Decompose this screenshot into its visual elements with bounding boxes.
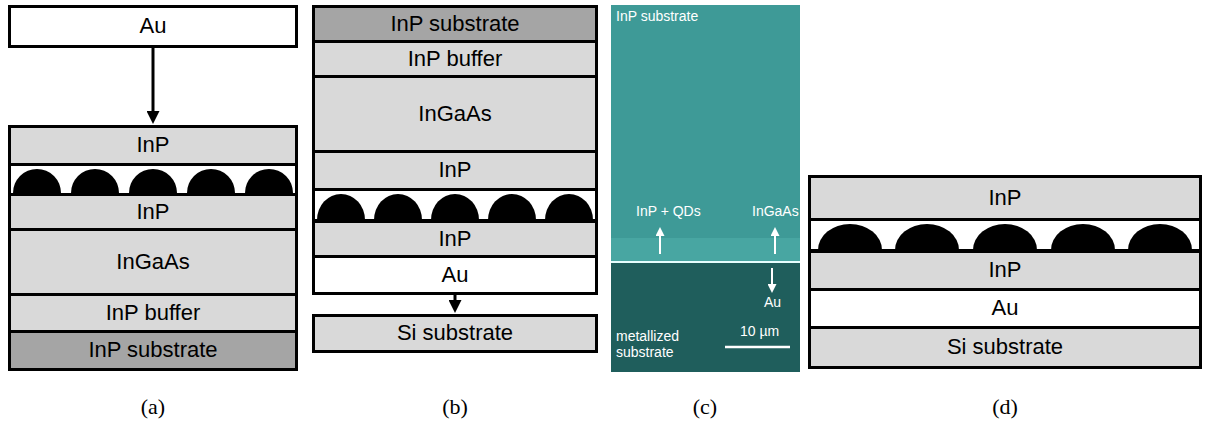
substrate-layer: Si substrate <box>312 314 598 353</box>
layer-label: InP <box>988 258 1021 282</box>
layer-label: Si substrate <box>397 321 513 345</box>
quantum-dot <box>187 169 235 193</box>
layer-label: InP substrate <box>390 12 519 36</box>
layer-label: Au <box>140 14 167 38</box>
layer-label: Au <box>442 263 469 287</box>
layer-label: InP buffer <box>106 301 201 325</box>
quantum-dot-layer <box>810 220 1201 251</box>
panel-label: (a) <box>113 394 193 419</box>
quantum-dot <box>129 169 177 193</box>
sem-bond-interface <box>611 261 800 263</box>
layer-label: InP <box>136 133 169 157</box>
quantum-dots <box>13 169 293 193</box>
semiconductor-layer: InP <box>808 175 1202 221</box>
quantum-dots <box>818 224 1192 250</box>
layer-label: InGaAs <box>418 102 491 126</box>
semiconductor-layer: InGaAs <box>8 228 298 296</box>
sem-arrow <box>774 236 776 254</box>
metal-layer: Au <box>8 5 298 48</box>
panel-label: (b) <box>415 394 495 419</box>
semiconductor-layer: InGaAs <box>312 75 598 153</box>
layer-label: InGaAs <box>116 250 189 274</box>
semiconductor-layer: InP <box>8 125 298 166</box>
semiconductor-layer: InP <box>8 193 298 231</box>
sem-arrow <box>771 268 773 284</box>
sem-label: metallized substrate <box>616 328 706 360</box>
layer-label: InP <box>438 158 471 182</box>
layer-label: Si substrate <box>947 335 1063 359</box>
quantum-dot <box>973 224 1037 250</box>
substrate-layer: Si substrate <box>808 326 1202 369</box>
sem-label: Au <box>764 294 781 310</box>
scale-bar-label: 10 µm <box>740 323 779 339</box>
substrate-layer: InP substrate <box>8 330 298 371</box>
layer-label: Au <box>992 296 1019 320</box>
bonding-arrow <box>454 295 457 300</box>
quantum-dot <box>488 194 536 220</box>
quantum-dot <box>71 169 119 193</box>
bonding-arrow <box>152 48 155 111</box>
scale-bar <box>725 346 790 349</box>
quantum-dot <box>13 169 61 193</box>
metal-layer: Au <box>312 255 598 295</box>
sem-label: InP + QDs <box>636 203 701 219</box>
layer-label: InP buffer <box>408 47 503 71</box>
quantum-dot-layer <box>314 190 597 221</box>
sem-upper-region <box>611 5 800 262</box>
semiconductor-layer: InP <box>312 220 598 258</box>
semiconductor-layer: InP <box>808 250 1202 291</box>
quantum-dot <box>1128 224 1192 250</box>
quantum-dot <box>431 194 479 220</box>
quantum-dots <box>317 194 593 220</box>
buffer-layer: InP buffer <box>312 40 598 78</box>
semiconductor-layer: InP <box>312 150 598 191</box>
quantum-dot <box>818 224 882 250</box>
buffer-layer: InP buffer <box>8 293 298 333</box>
substrate-layer: InP substrate <box>312 5 598 43</box>
layer-label: InP <box>438 227 471 251</box>
panel-label: (d) <box>965 394 1045 419</box>
quantum-dot-layer <box>10 165 297 195</box>
quantum-dot <box>545 194 593 220</box>
sem-arrow <box>659 236 661 254</box>
layer-label: InP <box>136 200 169 224</box>
quantum-dot <box>374 194 422 220</box>
panel-label: (c) <box>665 394 745 419</box>
sem-label: InGaAs <box>752 203 799 219</box>
sem-label: InP substrate <box>616 8 698 24</box>
sem-lower-region <box>611 262 800 372</box>
quantum-dot <box>245 169 293 193</box>
metal-layer: Au <box>808 288 1202 329</box>
quantum-dot <box>1051 224 1115 250</box>
layer-label: InP <box>988 186 1021 210</box>
layer-label: InP substrate <box>88 338 217 362</box>
sem-ingaas-band <box>611 238 800 262</box>
quantum-dot <box>317 194 365 220</box>
quantum-dot <box>895 224 959 250</box>
